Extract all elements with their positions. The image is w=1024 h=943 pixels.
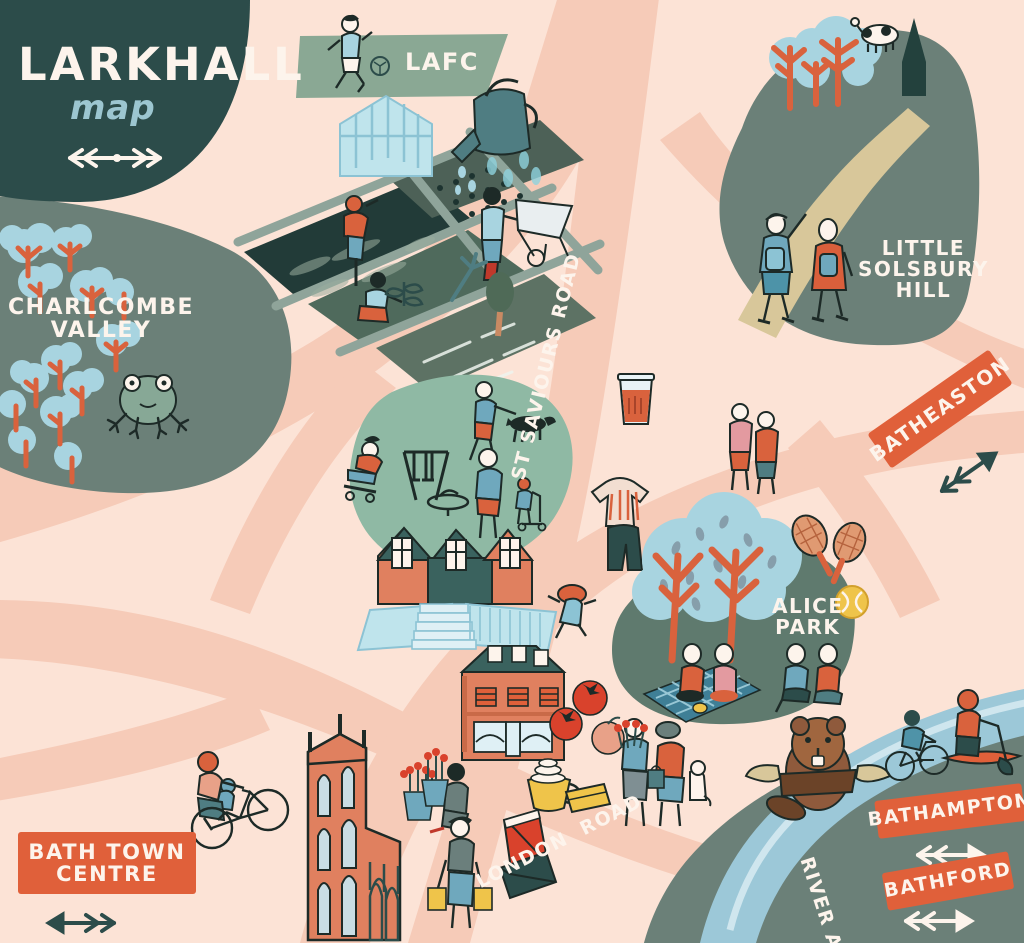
paddleboarder bbox=[940, 689, 1024, 776]
black-dog bbox=[506, 416, 556, 443]
running-footballer bbox=[327, 14, 373, 93]
signpost-arrow-bath-town-centre bbox=[45, 911, 116, 935]
pint-of-beer bbox=[617, 373, 655, 425]
cake-slice bbox=[564, 782, 612, 814]
flower-seller bbox=[400, 748, 470, 834]
frog bbox=[106, 374, 190, 440]
charlcombe-trees bbox=[0, 223, 141, 485]
cyclist-with-child-seat bbox=[190, 751, 290, 850]
tennis-ball bbox=[835, 585, 869, 619]
cow bbox=[850, 17, 899, 53]
terraced-houses bbox=[356, 526, 558, 652]
girl-running bbox=[547, 584, 597, 639]
shopper-with-flowers bbox=[614, 718, 650, 827]
hill-obelisk bbox=[902, 18, 926, 96]
charlcombe-valley-area bbox=[0, 196, 292, 494]
swing-set bbox=[402, 450, 450, 501]
shopper-with-bags bbox=[427, 816, 493, 929]
greenhouse bbox=[339, 94, 433, 177]
title-background bbox=[0, 0, 250, 202]
beaver bbox=[744, 716, 892, 821]
river-cyclist bbox=[885, 710, 949, 781]
playground-roundabout bbox=[426, 489, 470, 516]
white-dog bbox=[689, 760, 712, 807]
gardener-digging bbox=[343, 195, 379, 286]
solsbury-trees bbox=[769, 16, 882, 111]
hiker-blue bbox=[757, 213, 807, 325]
map-title-sub: map bbox=[70, 88, 156, 128]
shopper-with-bag bbox=[647, 721, 686, 827]
seated-friends bbox=[774, 643, 844, 713]
child-on-scooter bbox=[514, 477, 547, 532]
signpost-arrow-batheaston bbox=[939, 451, 999, 493]
tomatoes bbox=[549, 680, 608, 741]
green-book bbox=[498, 850, 558, 900]
watering-can bbox=[450, 78, 538, 195]
coffee-cup bbox=[526, 758, 581, 812]
signpost-arrow-bathford bbox=[904, 909, 975, 933]
clothing-shop-icon bbox=[590, 477, 650, 571]
river-avon bbox=[700, 689, 1024, 943]
alice-park-trees bbox=[632, 492, 802, 664]
skateboarder bbox=[343, 436, 384, 503]
st-saviours-church bbox=[306, 714, 402, 942]
gardener-planting bbox=[356, 272, 424, 324]
map-title: LARKHALL map bbox=[0, 0, 305, 200]
tennis-rackets bbox=[791, 514, 867, 585]
map-title-main: LARKHALL bbox=[18, 38, 305, 91]
hiker-red bbox=[810, 218, 854, 323]
picnickers bbox=[676, 643, 738, 702]
couple-walking bbox=[728, 403, 780, 495]
title-divider-arrow bbox=[68, 148, 162, 168]
gardener-with-wheelbarrow bbox=[480, 187, 527, 281]
parent-and-child bbox=[474, 448, 504, 539]
larkhall-shop bbox=[459, 645, 567, 761]
garden-fork bbox=[450, 252, 488, 302]
allotment-tree bbox=[486, 272, 514, 337]
signpost-bath-town-centre[interactable]: BATH TOWN CENTRE bbox=[18, 832, 196, 894]
wheelbarrow bbox=[514, 198, 574, 267]
